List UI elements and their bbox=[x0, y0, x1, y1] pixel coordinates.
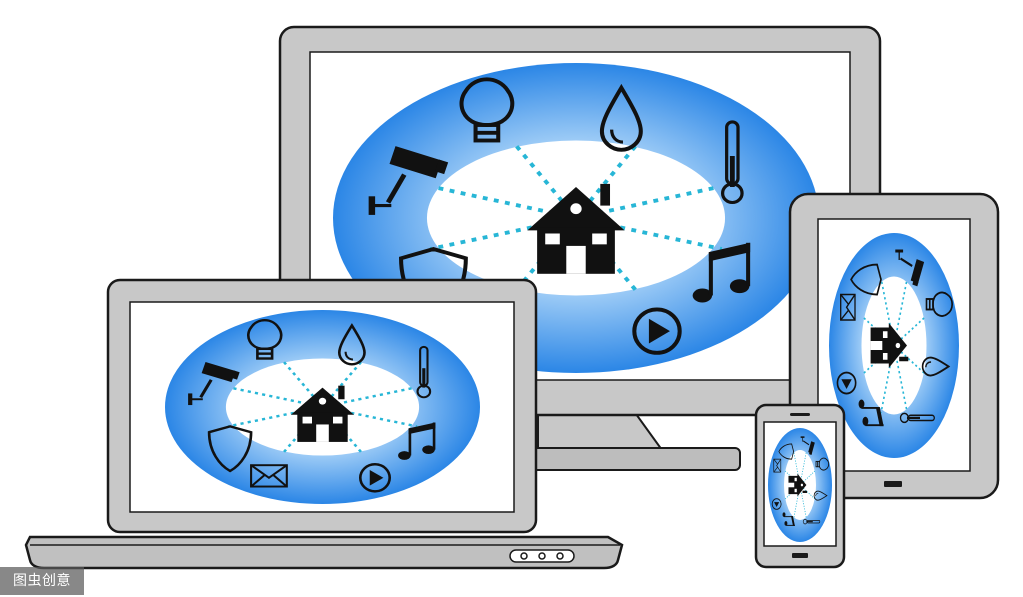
laptop-indicator-light bbox=[520, 552, 528, 560]
phone-speaker bbox=[790, 413, 810, 416]
laptop-smart-home-scene bbox=[163, 308, 482, 506]
phone-smart-home-scene bbox=[767, 427, 833, 543]
tablet-smart-home-scene bbox=[827, 231, 961, 460]
smartphone bbox=[754, 403, 846, 569]
monitor-stand-base bbox=[519, 447, 741, 471]
laptop-indicator-light bbox=[538, 552, 546, 560]
tablet-home-button bbox=[884, 481, 902, 487]
phone-home-button bbox=[792, 553, 808, 558]
laptop-indicator-strip bbox=[509, 549, 575, 563]
watermark-label: 图虫创意 bbox=[0, 567, 84, 595]
monitor-neck bbox=[537, 413, 664, 451]
laptop bbox=[24, 278, 624, 570]
laptop-indicator-light bbox=[556, 552, 564, 560]
